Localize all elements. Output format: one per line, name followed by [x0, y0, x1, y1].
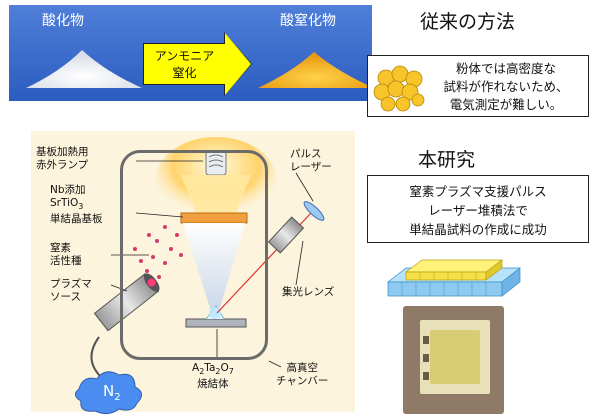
conventional-heading: 従来の方法 [420, 11, 516, 33]
substrate-label-line2: SrTiO3 [50, 197, 84, 212]
plasma-source-label: プラズマ ソース [50, 278, 92, 304]
pulse-laser-line2: レーザー [290, 161, 332, 173]
substrate-label-line3: 単結晶基板 [50, 213, 103, 226]
condenser-lens-icon [303, 201, 325, 221]
vacuum-chamber-label: 高真空 チャンバー [276, 362, 328, 388]
substrate-label: Nb添加 SrTiO3 単結晶基板 [50, 184, 103, 226]
electrode-contact [423, 354, 429, 362]
electrode-contact [423, 372, 429, 380]
laser-port [267, 216, 305, 254]
plasma-source-line2: ソース [50, 291, 81, 303]
oxide-label: 酸化物 [42, 13, 84, 29]
pulse-laser-label: パルス レーザー [290, 148, 332, 174]
this-study-text: 窒素プラズマ支援パルス レーザー堆積法で 単結晶試料の作成に成功 [370, 182, 586, 239]
target-label-line2: 焼結体 [197, 378, 229, 391]
electrode-contact [423, 336, 429, 344]
plasma-plume [183, 223, 245, 311]
crystal-lattice-illustration [386, 259, 522, 297]
oxynitride-label: 酸窒化物 [280, 13, 336, 29]
target-formula: A2Ta2O7 [192, 362, 234, 377]
this-study-line3: 単結晶試料の作成に成功 [409, 222, 547, 237]
n2-cloud-icon [75, 371, 142, 415]
powder-piles [26, 50, 374, 88]
plasma-source-line1: プラズマ [50, 278, 92, 290]
this-study-heading: 本研究 [418, 149, 476, 171]
particles-icon [373, 65, 425, 112]
vacuum-chamber [120, 150, 268, 360]
ammonia-nitridation-arrow: アンモニア 窒化 [143, 43, 225, 85]
sample-photo [403, 306, 504, 414]
active-species-line2: 活性種 [50, 255, 82, 267]
conventional-note-text: 粉体では高密度な 試料が作れないため、 電気測定が難しい。 [426, 60, 586, 114]
sample-film [430, 330, 480, 384]
apparatus-diagram [75, 137, 325, 415]
vacuum-line1: 高真空 [286, 362, 318, 374]
lamp-label: 基板加熱用 赤外ランプ [36, 146, 89, 172]
vacuum-line2: チャンバー [276, 375, 329, 387]
plasma-source-gun [93, 273, 160, 332]
note-line3: 電気測定が難しい。 [449, 97, 563, 112]
substrate-label-line1: Nb添加 [50, 184, 86, 196]
nitrogen-active-species [133, 225, 183, 279]
arrow-line1: アンモニア [154, 49, 215, 63]
condenser-lens-label: 集光レンズ [282, 286, 335, 298]
this-study-line1: 窒素プラズマ支援パルス [409, 184, 547, 199]
this-study-box: 窒素プラズマ支援パルス レーザー堆積法で 単結晶試料の作成に成功 [367, 175, 589, 243]
lamp-label-line1: 基板加熱用 [36, 146, 89, 158]
arrow-head [225, 33, 251, 95]
pulse-laser-line1: パルス [290, 148, 322, 160]
note-line2: 試料が作れないため、 [443, 79, 569, 94]
orange-powder-pile [258, 52, 374, 88]
active-species-line1: 窒素 [50, 242, 71, 254]
target-label: A2Ta2O7 焼結体 [192, 362, 234, 391]
arrow-line2: 窒化 [172, 66, 197, 80]
lamp-label-line2: 赤外ランプ [36, 159, 89, 171]
n2-label: N2 [103, 382, 121, 403]
white-powder-pile [26, 50, 142, 88]
this-study-line2: レーザー堆積法で [428, 203, 528, 218]
conventional-note-box: 粉体では高密度な 試料が作れないため、 電気測定が難しい。 [367, 55, 589, 117]
note-line1: 粉体では高密度な [455, 61, 556, 76]
active-species-label: 窒素 活性種 [50, 242, 82, 268]
